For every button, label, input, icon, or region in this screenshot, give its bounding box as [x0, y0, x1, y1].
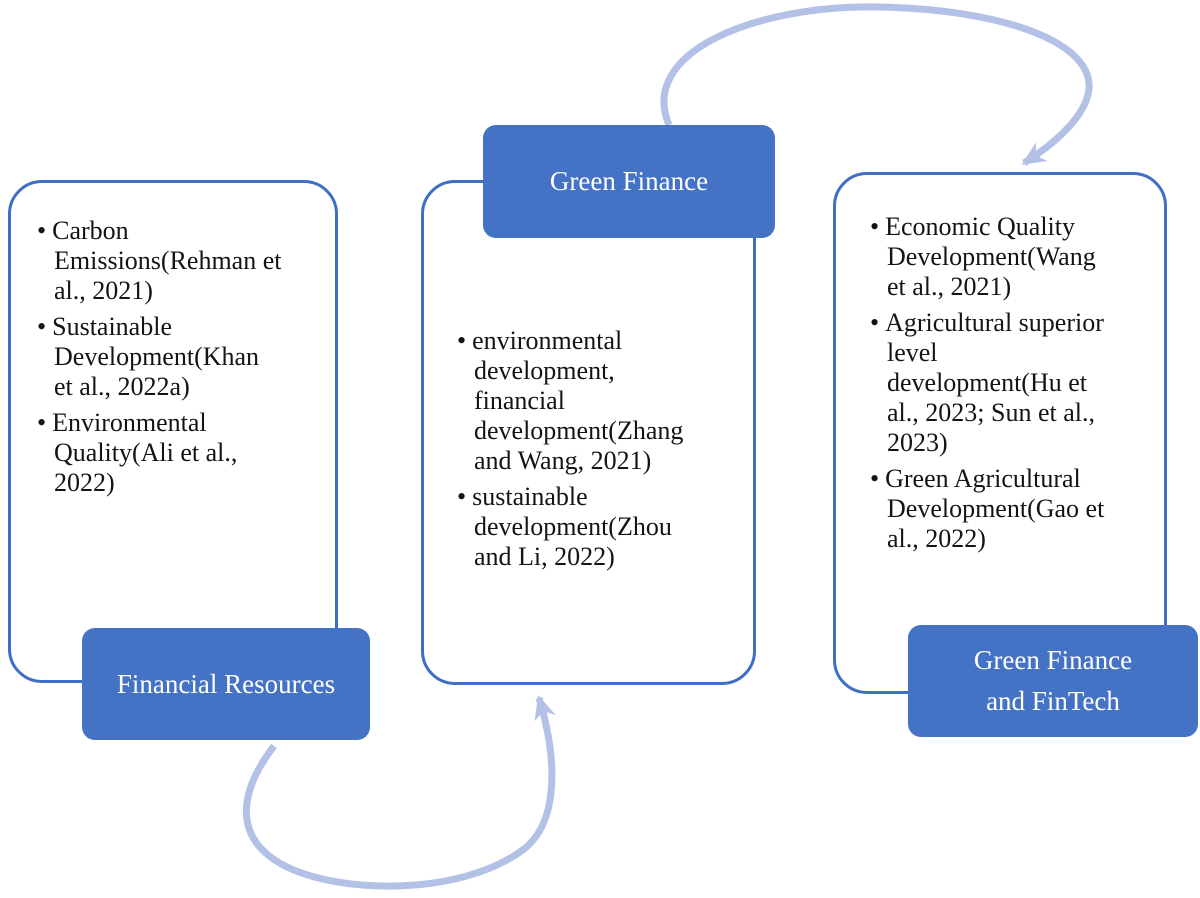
green-finance-and-fintech-topic-list: Economic Quality Development(Wang et al.…	[870, 212, 1118, 560]
label-text: Green Finance	[549, 166, 709, 196]
bullet-item: environmental development, financial dev…	[457, 326, 703, 476]
bullet-item: Sustainable Development(Khan et al., 202…	[37, 312, 283, 402]
financial-resources-topic-list: Carbon Emissions(Rehman et al., 2021) Su…	[37, 216, 283, 504]
bullet-item: Agricultural superior level development(…	[870, 308, 1118, 458]
label-text: Financial Resources	[116, 668, 336, 699]
bullet-item: Economic Quality Development(Wang et al.…	[870, 212, 1118, 302]
financial-resources-label: Financial Resources	[82, 628, 370, 740]
bullet-item: sustainable development(Zhou and Li, 202…	[457, 482, 703, 572]
green-finance-topic-list: environmental development, financial dev…	[457, 326, 703, 578]
green-finance-label: Green Finance	[483, 125, 775, 238]
green-finance-and-fintech-label: Green Finance and FinTech	[908, 625, 1198, 737]
label-text-line2: and FinTech	[986, 686, 1120, 716]
label-text-line1: Green Finance	[973, 645, 1133, 675]
bullet-item: Environmental Quality(Ali et al., 2022)	[37, 408, 283, 498]
bullet-item: Carbon Emissions(Rehman et al., 2021)	[37, 216, 283, 306]
bullet-item: Green Agricultural Development(Gao et al…	[870, 464, 1118, 554]
